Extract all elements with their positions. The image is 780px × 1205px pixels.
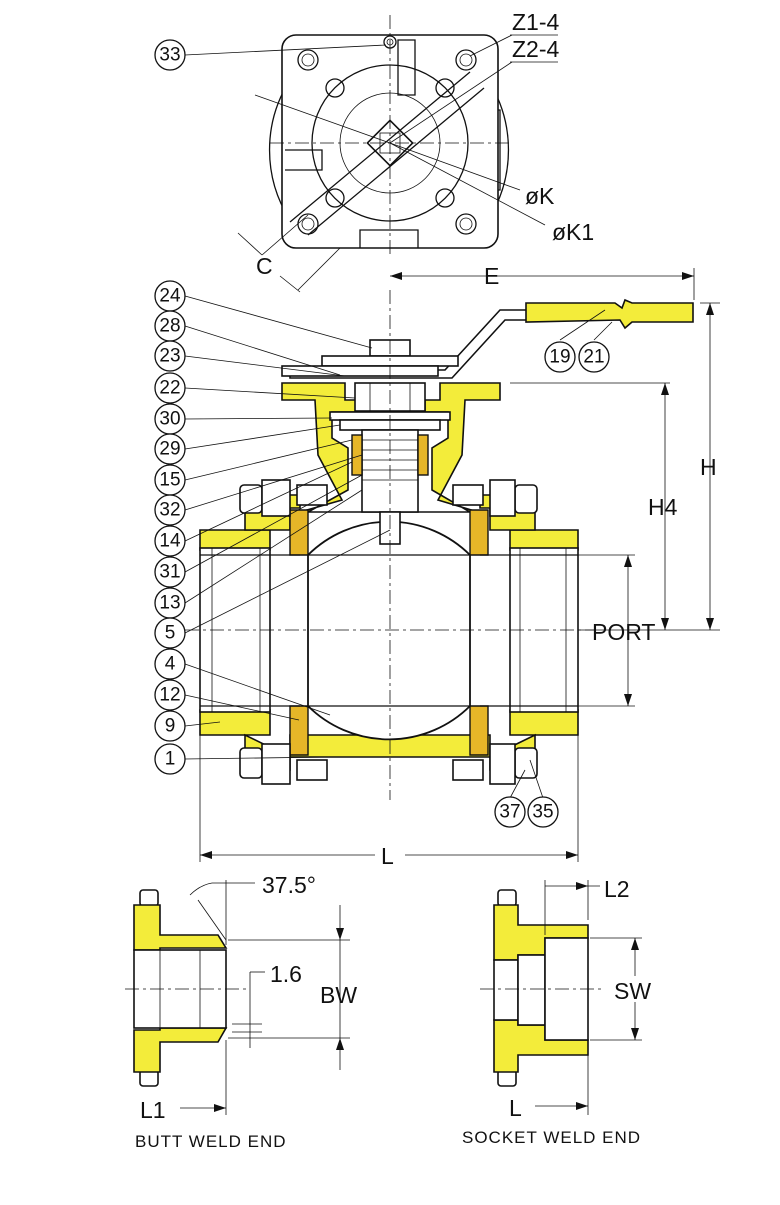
callout-33: 33	[154, 39, 186, 71]
callout-28: 28	[154, 310, 186, 342]
dim-k-label: øK	[525, 183, 555, 209]
svg-text:14: 14	[159, 531, 181, 552]
body-bolts	[239, 479, 538, 785]
svg-text:28: 28	[159, 316, 180, 337]
top-view	[184, 15, 558, 293]
butt-weld-detail: 37.5° 1.6 BW L1 BUTT WELD END	[125, 872, 357, 1151]
svg-text:15: 15	[159, 470, 180, 491]
svg-text:33: 33	[159, 45, 180, 66]
svg-text:23: 23	[159, 346, 180, 367]
callout-12: 12	[154, 679, 186, 711]
dim-l2-label: L2	[604, 876, 630, 902]
dim-c-label: C	[256, 253, 273, 279]
callout-9: 9	[154, 710, 186, 742]
callout-31: 31	[154, 556, 186, 588]
callout-4: 4	[154, 648, 186, 680]
dim-angle-label: 37.5°	[262, 872, 316, 898]
callout-22: 22	[154, 372, 186, 404]
dim-h-label: H	[700, 454, 717, 480]
dim-port-label: PORT	[592, 619, 655, 645]
dim-z2-label: Z2-4	[512, 36, 560, 62]
svg-text:32: 32	[159, 500, 180, 521]
handle-grip	[525, 298, 694, 330]
svg-text:21: 21	[583, 347, 604, 368]
callout-30: 30	[154, 403, 186, 435]
callout-23: 23	[154, 340, 186, 372]
svg-text:35: 35	[532, 802, 553, 823]
callout-19: 19	[544, 341, 576, 373]
section-view: E H H4	[154, 263, 720, 869]
svg-text:37: 37	[499, 802, 520, 823]
dim-l1-label: L1	[140, 1097, 166, 1123]
gland-nut	[354, 382, 426, 412]
callout-21: 21	[578, 341, 610, 373]
svg-text:29: 29	[159, 439, 180, 460]
seat-left-bottom	[289, 705, 309, 756]
dim-bw-label: BW	[320, 982, 357, 1008]
seat-left-top	[289, 509, 309, 556]
dim-z1-label: Z1-4	[512, 9, 560, 35]
dim-sw-label: SW	[614, 978, 651, 1004]
callout-37: 37	[494, 796, 526, 828]
callout-35: 35	[527, 796, 559, 828]
ball	[307, 520, 471, 741]
caption-socket-weld: SOCKET WELD END	[462, 1128, 641, 1147]
svg-text:30: 30	[159, 409, 180, 430]
svg-text:9: 9	[165, 716, 176, 737]
svg-text:24: 24	[159, 286, 181, 307]
socket-weld-detail: L2 SW L SOCKET WELD END	[462, 876, 658, 1147]
caption-butt-weld: BUTT WELD END	[135, 1132, 287, 1151]
seat-right-bottom	[469, 705, 489, 756]
callout-leaders	[184, 295, 613, 799]
svg-text:4: 4	[165, 654, 176, 675]
callout-13: 13	[154, 587, 186, 619]
dim-l-label: L	[381, 843, 394, 869]
svg-text:13: 13	[159, 593, 180, 614]
callout-5: 5	[154, 617, 186, 649]
dim-l-socket-label: L	[509, 1095, 522, 1121]
seat-right-top	[469, 509, 489, 556]
callout-32: 32	[154, 494, 186, 526]
svg-text:19: 19	[549, 347, 570, 368]
svg-text:22: 22	[159, 378, 180, 399]
callout-24: 24	[154, 280, 186, 312]
dim-e-label: E	[484, 263, 499, 289]
svg-text:12: 12	[159, 685, 180, 706]
svg-text:1: 1	[165, 749, 176, 770]
dim-k1-label: øK1	[552, 219, 594, 245]
callout-14: 14	[154, 525, 186, 557]
callout-29: 29	[154, 433, 186, 465]
dim-h4-label: H4	[648, 494, 678, 520]
svg-text:5: 5	[165, 623, 176, 644]
callout-1: 1	[154, 743, 186, 775]
callout-15: 15	[154, 464, 186, 496]
top-view-labels: 33 Z1-4 Z2-4 øK øK1 C	[154, 9, 594, 279]
dim-1-6-label: 1.6	[270, 961, 302, 987]
svg-text:31: 31	[159, 562, 180, 583]
